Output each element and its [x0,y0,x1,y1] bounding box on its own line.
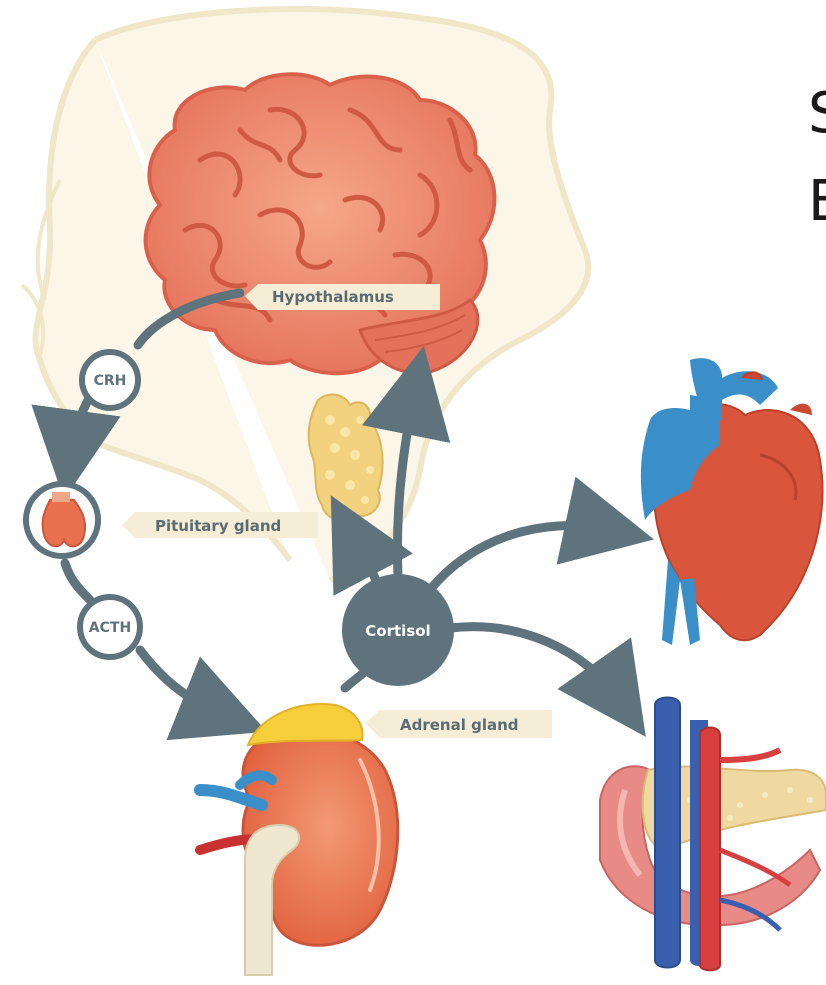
kidney-illustration [200,704,398,975]
crh-node: CRH [82,352,138,408]
adrenal-label: Adrenal gland [365,710,552,738]
svg-text:CRH: CRH [94,373,127,389]
slide-title-line-1: S [808,81,826,146]
heart-illustration [641,358,823,645]
slide-title-line-2: E [808,169,826,234]
cortisol-to-heart-arrow [430,526,610,590]
svg-text:Hypothalamus: Hypothalamus [272,288,394,306]
slide-title: S E [808,70,826,246]
acth-to-adrenal-arrow [140,650,225,715]
acth-node: ACTH [80,597,140,657]
cortisol-node: Cortisol [342,574,454,686]
hypothalamus-label: Hypothalamus [245,284,440,310]
cortisol-to-pancreas-arrow [450,627,620,700]
brain-illustration [146,74,495,373]
svg-text:Adrenal gland: Adrenal gland [400,716,519,734]
pituitary-label: Pituitary gland [122,512,318,538]
svg-text:Cortisol: Cortisol [365,622,430,640]
svg-text:Pituitary gland: Pituitary gland [155,517,281,535]
pancreas-illustration [600,698,826,971]
svg-text:ACTH: ACTH [89,620,131,636]
pituitary-node [26,484,98,556]
